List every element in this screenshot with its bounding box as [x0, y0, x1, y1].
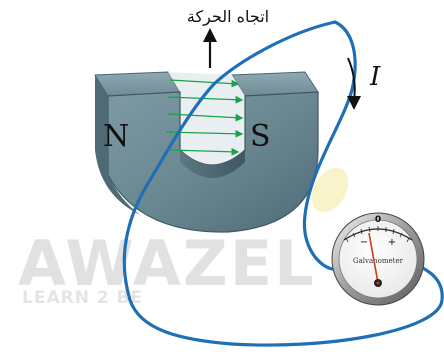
magnet-side: [95, 75, 140, 215]
motion-arrowhead-icon: [203, 28, 217, 42]
galvanometer-plus-label: +: [388, 237, 396, 248]
motion-label: اتجاه الحركة: [187, 7, 269, 27]
watermark-tagline: LEARN 2 BE: [22, 288, 143, 308]
motion-direction: اتجاه الحركة: [187, 7, 269, 68]
current-label: I: [369, 62, 381, 92]
south-pole-label: S: [250, 119, 271, 154]
watermark-brand: AWAZEL: [18, 227, 316, 300]
current-direction: I: [347, 57, 381, 110]
watermark-bee-icon: [311, 167, 349, 213]
field-line: [169, 79, 240, 88]
galvanometer-zero-label: 0: [375, 215, 381, 225]
magnet-inner-curve: [180, 150, 245, 178]
magnet-body: [107, 91, 319, 233]
galvanometer: 0 − + Galvanometer: [331, 212, 425, 306]
galvanometer-pivot-center: [376, 281, 380, 285]
current-arrowhead-icon: [347, 96, 361, 110]
north-pole-label: N: [103, 119, 129, 154]
magnet-gap: [168, 72, 245, 164]
galvanometer-minus-label: −: [360, 237, 368, 248]
horseshoe-magnet: N S: [94, 71, 319, 233]
wire-loop: [122, 20, 444, 347]
galvanometer-name-label: Galvanometer: [353, 257, 404, 265]
field-line: [169, 147, 240, 156]
watermark: AWAZEL LEARN 2 BE: [18, 167, 349, 308]
field-line: [167, 95, 244, 104]
galvanometer-needle: [368, 232, 379, 284]
galvanometer-face: [338, 219, 418, 299]
galvanometer-ticks: [345, 226, 410, 243]
field-line: [167, 113, 244, 122]
